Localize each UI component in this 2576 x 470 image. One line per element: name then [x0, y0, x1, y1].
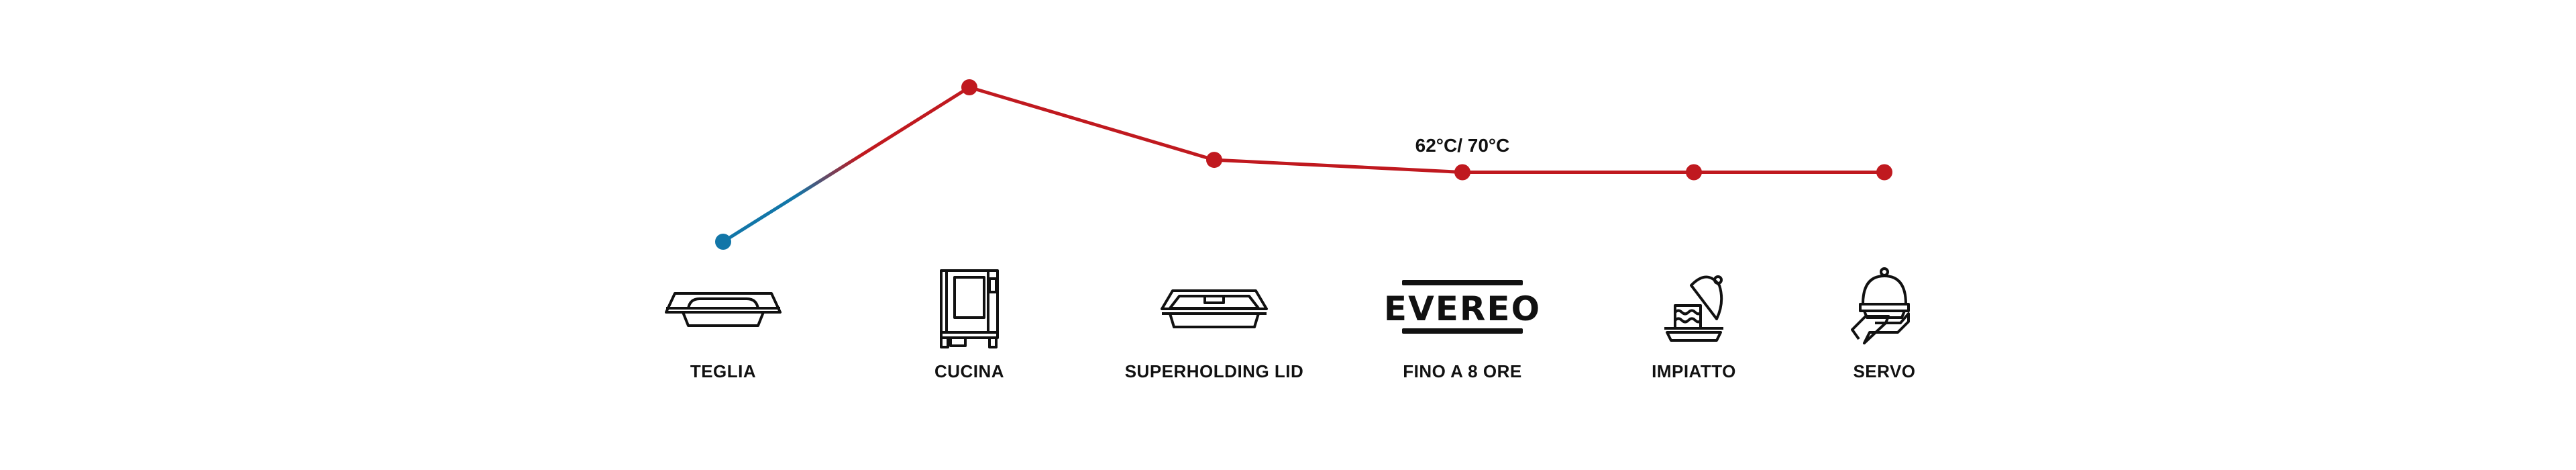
x-tick-label: TEGLIA — [690, 361, 756, 381]
series-line — [722, 85, 1884, 244]
x-tick-label: IMPIATTO — [1652, 361, 1736, 381]
oven-icon — [940, 269, 999, 348]
svg-text:EVEREO: EVEREO — [1384, 289, 1541, 328]
x-tick-label: SERVO — [1853, 361, 1915, 381]
x-tick-label: CUCINA — [934, 361, 1004, 381]
line-segment — [1214, 158, 1463, 174]
data-point — [1876, 164, 1892, 181]
line-segment — [969, 85, 1215, 162]
x-tick-label: FINO A 8 ORE — [1403, 361, 1521, 381]
data-point — [961, 79, 977, 95]
tray-icon — [665, 292, 782, 327]
x-tick-label: SUPERHOLDING LID — [1125, 361, 1304, 381]
data-point — [1686, 164, 1702, 181]
serving-hand-cloche-icon — [1851, 267, 1910, 344]
evereo-logo-icon: EVEREO — [1384, 280, 1541, 334]
data-point — [1206, 152, 1222, 169]
line-segment — [722, 85, 971, 244]
temperature-annotation: 62°C/ 70°C — [1415, 135, 1510, 156]
lidded-tray-icon — [1161, 289, 1268, 328]
plated-cloche-icon — [1664, 275, 1723, 342]
data-point — [715, 234, 731, 250]
data-point — [1454, 164, 1470, 181]
